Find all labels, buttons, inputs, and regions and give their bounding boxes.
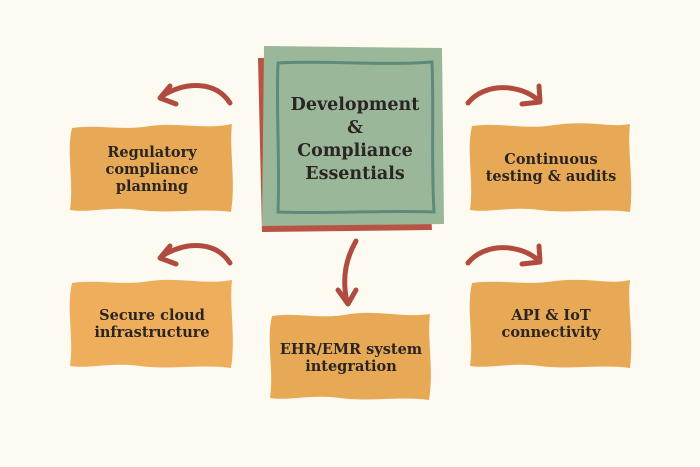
node-label: EHR/EMR system integration — [279, 341, 423, 375]
node-label: API & IoT connectivity — [501, 307, 601, 341]
curved-arrow-icon — [157, 243, 233, 267]
center-title: Development & Compliance Essentials — [290, 95, 420, 184]
node-continuous: Continuous testing & audits — [472, 126, 630, 210]
node-label: Continuous testing & audits — [485, 151, 617, 185]
node-box-continuous — [469, 123, 632, 212]
curved-arrow-icon — [157, 83, 233, 107]
node-label: Regulatory compliance planning — [105, 143, 199, 195]
node-label: Secure cloud infrastructure — [94, 307, 210, 341]
curved-arrow-icon — [465, 243, 543, 267]
node-box-regulatory — [69, 124, 233, 212]
node-box-api — [469, 279, 632, 368]
curved-arrow-icon — [335, 238, 359, 307]
center-box-inner-border — [275, 60, 436, 215]
node-regulatory: Regulatory compliance planning — [72, 128, 232, 210]
node-cloud: Secure cloud infrastructure — [72, 282, 232, 366]
curved-arrow-icon — [465, 83, 543, 107]
center-box — [262, 46, 444, 226]
node-box-ehr — [269, 312, 431, 400]
node-box-cloud — [69, 279, 233, 368]
node-ehr: EHR/EMR system integration — [272, 316, 430, 400]
node-api: API & IoT connectivity — [472, 282, 630, 366]
